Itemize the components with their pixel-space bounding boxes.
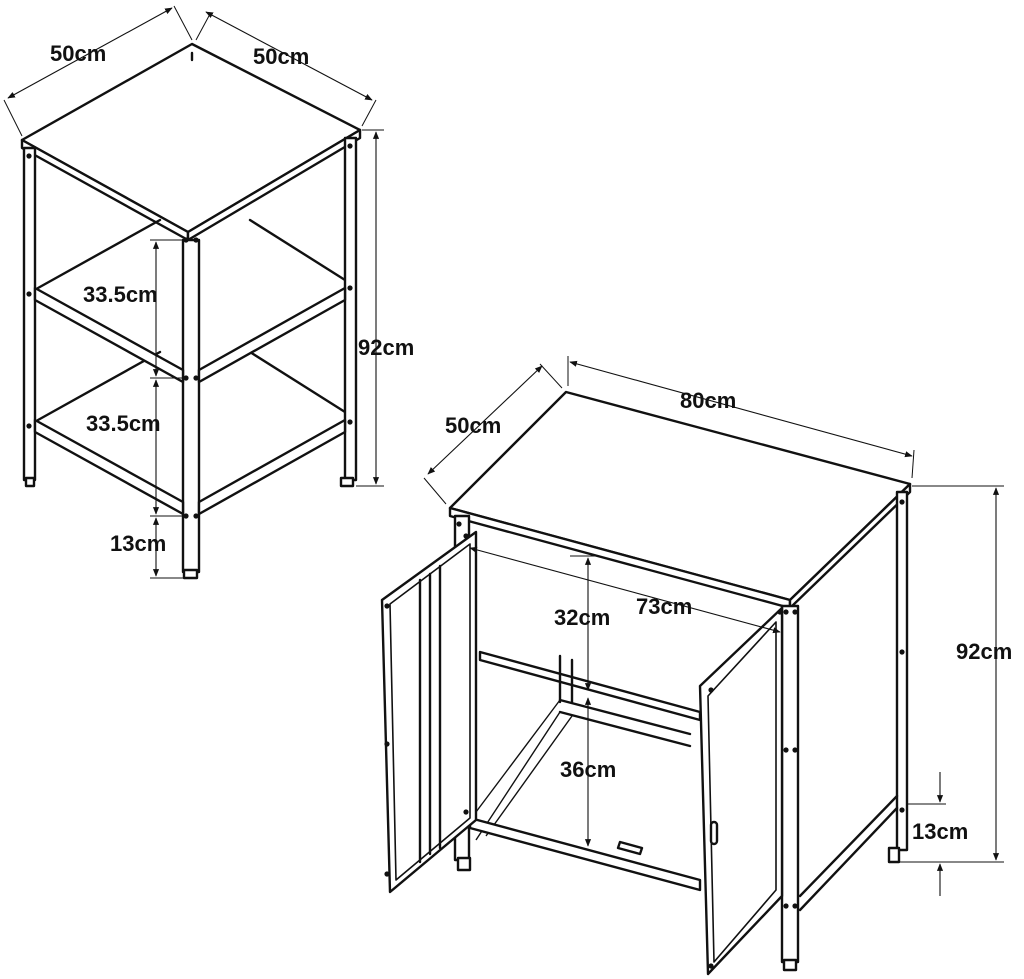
dim-label-shelf-gap-upper: 33.5cm [83,282,158,307]
dim-label-leg-height: 13cm [110,531,166,556]
cabinet-dimensions [423,356,1004,896]
shelf-unit-dimensions [3,5,384,579]
dim-label-inner-width: 73cm [636,594,692,619]
dim-label-cabinet-depth: 50cm [445,413,501,438]
dim-label-height: 92cm [358,335,414,360]
dim-label-width: 50cm [253,44,309,69]
dim-label-upper-gap: 32cm [554,605,610,630]
dim-label-shelf-gap-lower: 33.5cm [86,411,161,436]
dim-label-lower-gap: 36cm [560,757,616,782]
cabinet-drawing [380,390,912,976]
dim-label-depth: 50cm [50,41,106,66]
dim-label-cabinet-height: 92cm [956,639,1012,664]
dim-label-cabinet-leg-height: 13cm [912,819,968,844]
dim-label-cabinet-width: 80cm [680,388,736,413]
shelf-unit-drawing [20,42,362,580]
